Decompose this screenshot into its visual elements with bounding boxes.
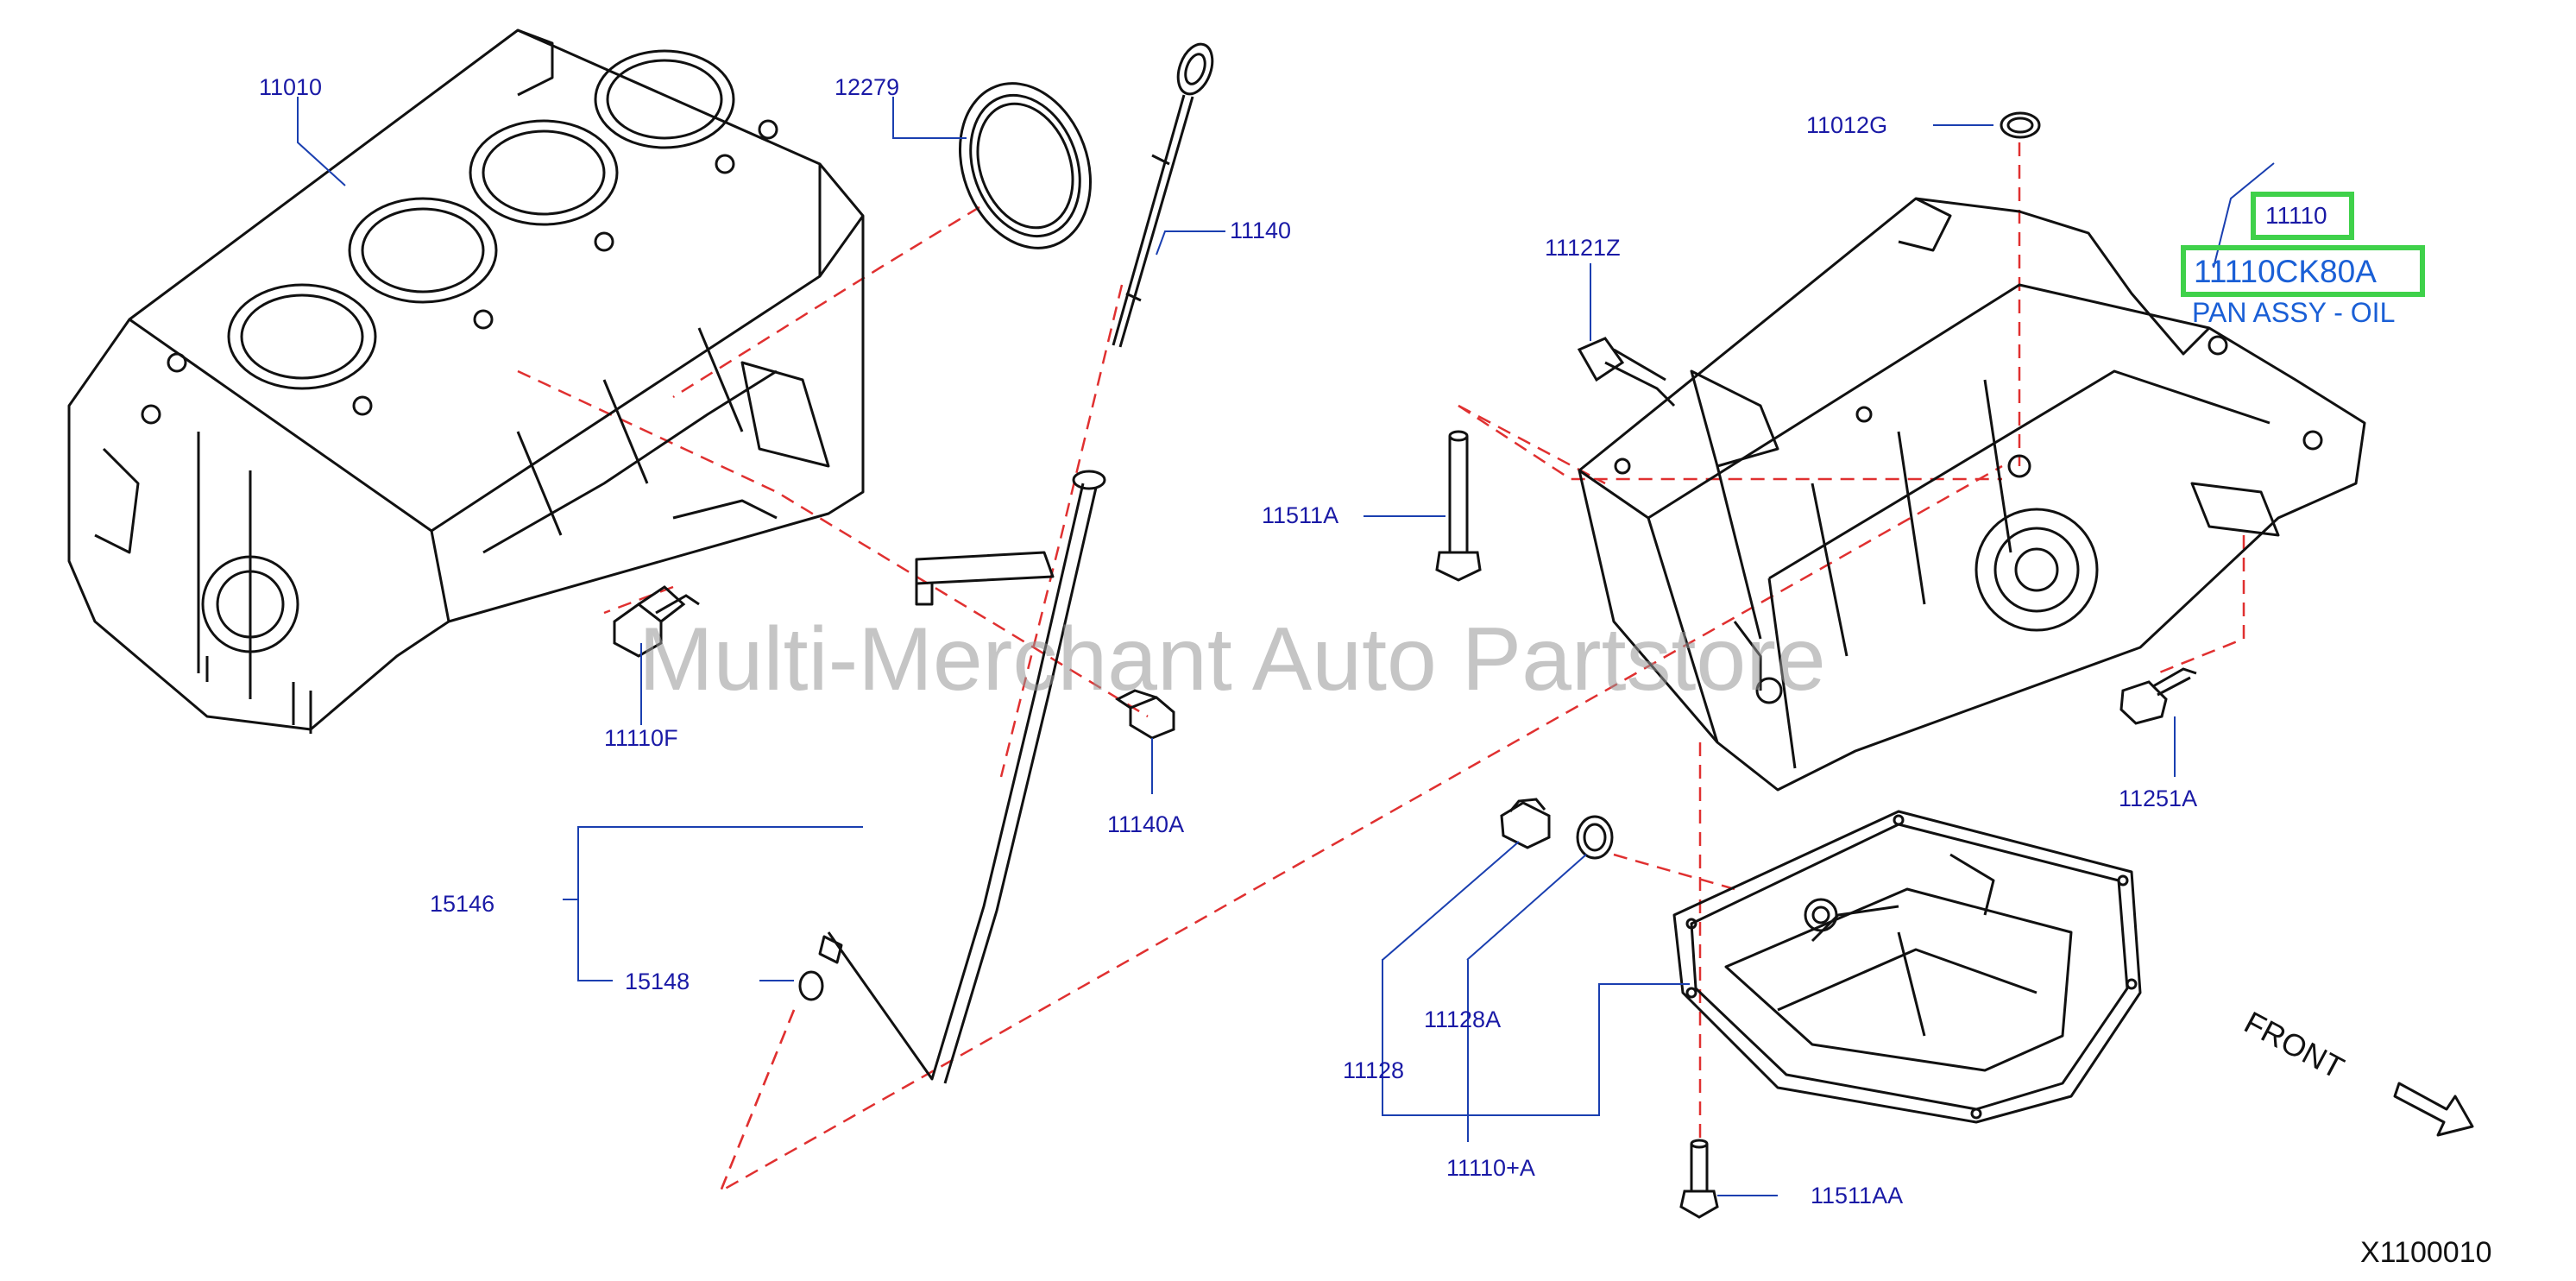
label-11010[interactable]: 11010 (259, 74, 323, 100)
cylinder-block-drawing (67, 28, 865, 734)
watermark-text: Multi-Merchant Auto Partstore (639, 609, 1826, 710)
washer-11012g-drawing (2000, 111, 2041, 139)
label-11110-plus-a[interactable]: 11110+A (1446, 1155, 1535, 1181)
label-11121z[interactable]: 11121Z (1545, 235, 1621, 261)
drain-washer-drawing (1576, 815, 1614, 860)
bolt-11110f-drawing (613, 585, 700, 658)
highlight-group-number[interactable]: 11110 (2265, 202, 2327, 229)
label-15146[interactable]: 15146 (430, 891, 495, 917)
label-11511a[interactable]: 11511A (1262, 502, 1339, 528)
rear-oil-seal-drawing (958, 82, 1093, 249)
label-12279[interactable]: 12279 (835, 74, 900, 100)
highlight-box-part-number (2181, 245, 2425, 297)
dipstick-tube-drawing (818, 470, 1106, 1084)
label-11251a[interactable]: 11251A (2119, 786, 2198, 811)
callout-leader-lines (297, 97, 2275, 1196)
highlight-part-number[interactable]: 11110CK80A (2194, 254, 2377, 289)
label-11140[interactable]: 11140 (1230, 218, 1292, 243)
label-11110f[interactable]: 11110F (604, 725, 678, 751)
figure-code: X1100010 (2360, 1236, 2492, 1269)
label-11511aa[interactable]: 11511AA (1811, 1183, 1904, 1208)
label-11012g[interactable]: 11012G (1806, 112, 1888, 138)
o-ring-15148-drawing (798, 970, 824, 1001)
highlight-box-group-number (2251, 192, 2354, 240)
label-11140a[interactable]: 11140A (1107, 811, 1185, 837)
lower-oil-pan-drawing (1672, 810, 2142, 1124)
drain-plug-drawing (1500, 798, 1551, 849)
dipstick-drawing (1112, 42, 1214, 348)
label-15148[interactable]: 15148 (625, 969, 690, 994)
front-arrow-icon (2393, 1082, 2474, 1137)
bolt-11251a-drawing (2119, 667, 2197, 725)
bolt-11140a-drawing (1115, 689, 1175, 740)
long-bolt-11511a-drawing (1435, 430, 1482, 582)
oil-level-sensor-drawing (1577, 337, 1676, 407)
label-11128[interactable]: 11128 (1343, 1057, 1405, 1083)
upper-oil-pan-drawing (1578, 197, 2366, 792)
bolt-11511aa-drawing (1679, 1139, 1719, 1219)
label-11128a[interactable]: 11128A (1424, 1006, 1502, 1032)
highlight-part-description: PAN ASSY - OIL (2192, 297, 2396, 328)
